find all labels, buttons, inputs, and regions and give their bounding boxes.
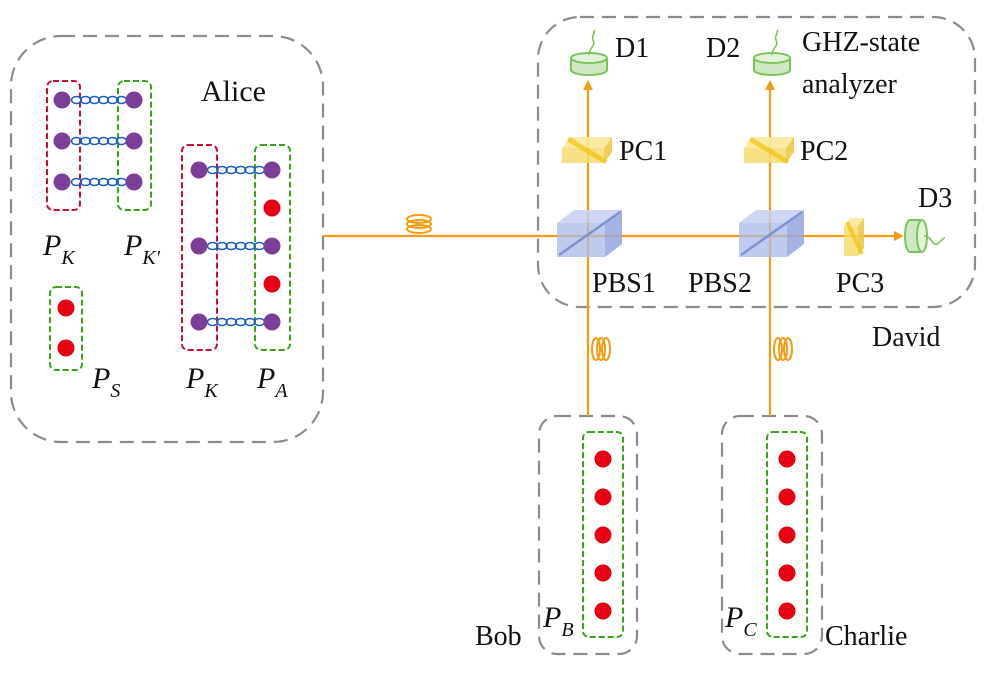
charlie-box [720, 414, 824, 656]
entangled-photon [263, 237, 281, 255]
pbs1-label: PBS1 [592, 268, 656, 299]
entangled-photon [263, 313, 281, 331]
single-photon [57, 339, 75, 357]
fiber-coil-charlie [773, 337, 793, 361]
single-photon [778, 602, 796, 620]
pk-top-label: PK [42, 229, 76, 269]
pk-top-box [46, 80, 81, 211]
pk-top-entangled-pairs [53, 91, 143, 191]
single-photon [778, 564, 796, 582]
charlie-label: Charlie [825, 621, 907, 652]
detector-d3 [904, 219, 946, 253]
pbs1-cube [557, 210, 622, 257]
entangled-photon [125, 91, 143, 109]
pkp-box [117, 80, 152, 211]
pa-label: PA [256, 362, 288, 402]
single-photon [778, 526, 796, 544]
d2-label: D2 [706, 33, 740, 64]
pc-box [766, 431, 808, 638]
d1-label: D1 [615, 33, 649, 64]
pc-single-photons [778, 450, 796, 620]
pc2-label: PC2 [800, 136, 848, 167]
entangled-photon [53, 173, 71, 191]
pc3-label: PC3 [836, 268, 884, 299]
entangled-photon [190, 161, 208, 179]
entangled-photon [53, 91, 71, 109]
single-photon [57, 299, 75, 317]
single-photon [594, 488, 612, 506]
single-photon [778, 488, 796, 506]
decoy-photon [263, 199, 281, 217]
single-photon [594, 564, 612, 582]
pc-label: PC [724, 601, 757, 641]
entanglement-link [206, 165, 266, 175]
entanglement-link [70, 136, 128, 146]
entanglement-link [206, 317, 266, 327]
fiber-coil-bob [591, 337, 611, 361]
alice-label: Alice [201, 75, 266, 108]
ps-label: PS [91, 362, 120, 402]
entanglement-link [70, 95, 128, 105]
entangled-photon [53, 132, 71, 150]
entangled-photon [263, 161, 281, 179]
entangled-photon [125, 132, 143, 150]
ps-single-photons [57, 299, 75, 357]
pc1-element [562, 136, 612, 165]
d3-label: D3 [918, 183, 952, 214]
pc3-element [844, 218, 864, 256]
bob-label: Bob [475, 621, 522, 652]
pc2-element [744, 136, 794, 165]
ps-box [49, 286, 83, 371]
entangled-photon [190, 313, 208, 331]
detector-d1 [570, 29, 608, 76]
fiber-coil-alice [406, 214, 432, 234]
pb-single-photons [594, 450, 612, 620]
david-label: David [872, 322, 940, 353]
analyzer-label-line1: GHZ-state [802, 27, 920, 58]
analyzer-label-line2: analyzer [802, 69, 897, 100]
pk-label: PK [185, 362, 219, 402]
pc1-label: PC1 [619, 136, 667, 167]
entangled-photon [190, 237, 208, 255]
entangled-photon [125, 173, 143, 191]
pbs2-label: PBS2 [688, 268, 752, 299]
pk-pa-photons [190, 161, 281, 331]
pb-label: PB [542, 601, 574, 641]
alice-box [9, 34, 325, 444]
single-photon [594, 526, 612, 544]
entanglement-link [206, 241, 266, 251]
single-photon [594, 602, 612, 620]
single-photon [594, 450, 612, 468]
david-box [536, 15, 977, 309]
detector-d2 [753, 29, 791, 76]
pkp-label: PK' [123, 229, 161, 269]
pbs2-cube [739, 210, 804, 257]
single-photon [778, 450, 796, 468]
pb-box [582, 431, 624, 638]
decoy-photon [263, 275, 281, 293]
